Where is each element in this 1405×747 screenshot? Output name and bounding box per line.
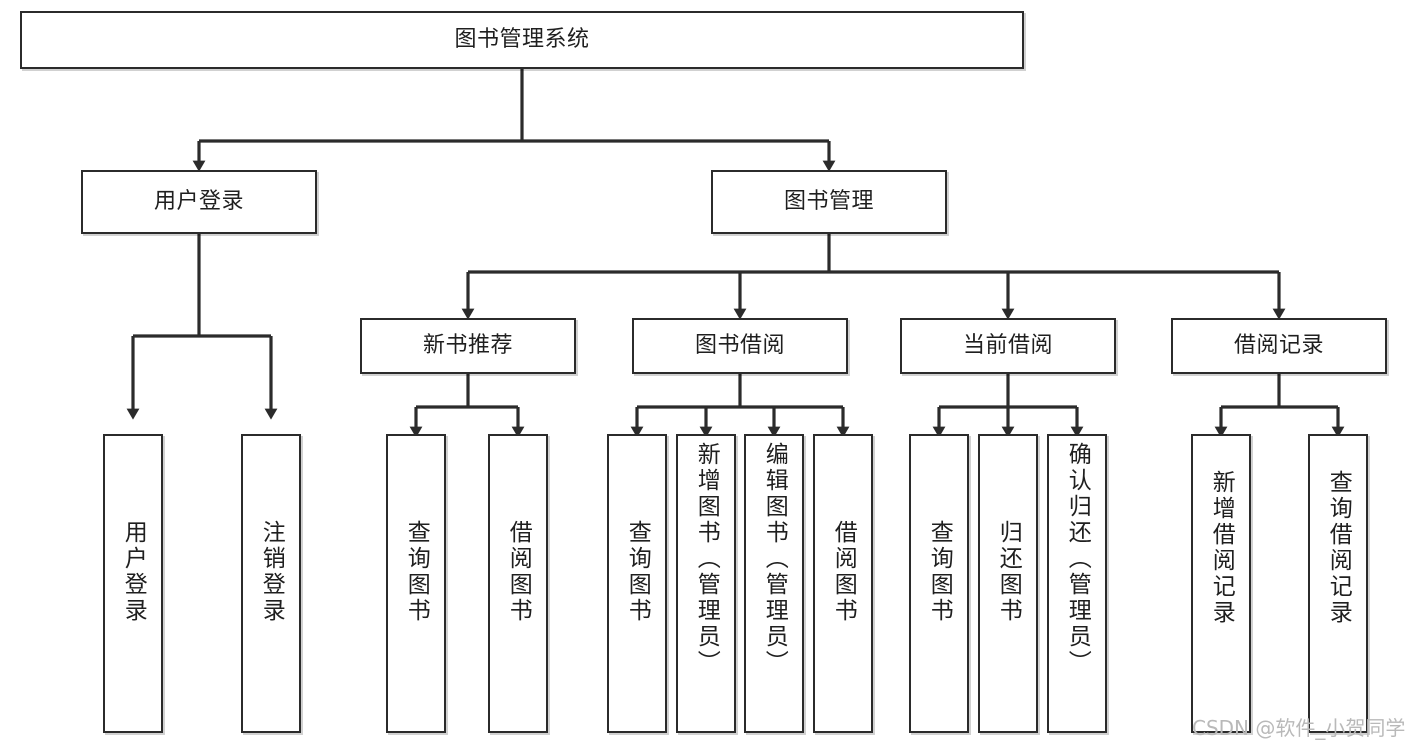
node-leaf-edit-book-label: 编辑图书（管理员）: [761, 442, 788, 676]
node-root-label: 图书管理系统: [454, 27, 590, 53]
node-leaf-logout-login-label: 注销登录: [258, 520, 285, 624]
node-book-management-label: 图书管理: [783, 189, 874, 215]
node-leaf-query-book-3[interactable]: 查询图书: [909, 434, 969, 733]
node-leaf-confirm-return-label: 确认归还（管理员）: [1064, 442, 1091, 676]
node-leaf-logout-login[interactable]: 注销登录: [241, 434, 301, 733]
node-leaf-borrow-book-1[interactable]: 借阅图书: [488, 434, 548, 733]
node-leaf-edit-book[interactable]: 编辑图书（管理员）: [744, 434, 804, 733]
node-leaf-borrow-book-1-label: 借阅图书: [505, 520, 532, 624]
watermark-text: CSDN @软件_小贺同学: [1192, 716, 1405, 740]
node-leaf-confirm-return[interactable]: 确认归还（管理员）: [1047, 434, 1107, 733]
node-leaf-query-book-1-label: 查询图书: [403, 520, 430, 624]
node-leaf-borrow-book-2[interactable]: 借阅图书: [813, 434, 873, 733]
node-current-borrow[interactable]: 当前借阅: [900, 318, 1116, 374]
node-book-management[interactable]: 图书管理: [711, 170, 947, 234]
node-borrow-record[interactable]: 借阅记录: [1171, 318, 1387, 374]
node-new-book-recommend-label: 新书推荐: [422, 333, 513, 359]
node-leaf-return-book-label: 归还图书: [995, 520, 1022, 624]
node-leaf-query-book-2-label: 查询图书: [624, 520, 651, 624]
node-book-borrow-label: 图书借阅: [694, 333, 785, 359]
node-user-login-label: 用户登录: [153, 189, 244, 215]
node-new-book-recommend[interactable]: 新书推荐: [360, 318, 576, 374]
node-user-login[interactable]: 用户登录: [81, 170, 317, 234]
node-leaf-query-borrow-record-label: 查询借阅记录: [1325, 470, 1352, 626]
node-leaf-query-book-2[interactable]: 查询图书: [607, 434, 667, 733]
node-leaf-add-book-label: 新增图书（管理员）: [693, 442, 720, 676]
node-root[interactable]: 图书管理系统: [20, 11, 1024, 69]
node-current-borrow-label: 当前借阅: [962, 333, 1053, 359]
node-leaf-query-book-1[interactable]: 查询图书: [386, 434, 446, 733]
node-leaf-add-borrow-record[interactable]: 新增借阅记录: [1191, 434, 1251, 733]
node-leaf-return-book[interactable]: 归还图书: [978, 434, 1038, 733]
node-leaf-query-borrow-record[interactable]: 查询借阅记录: [1308, 434, 1368, 733]
node-borrow-record-label: 借阅记录: [1233, 333, 1324, 359]
node-leaf-user-login-label: 用户登录: [120, 520, 147, 624]
node-leaf-borrow-book-2-label: 借阅图书: [830, 520, 857, 624]
node-book-borrow[interactable]: 图书借阅: [632, 318, 848, 374]
node-leaf-query-book-3-label: 查询图书: [926, 520, 953, 624]
node-leaf-user-login[interactable]: 用户登录: [103, 434, 163, 733]
node-leaf-add-book[interactable]: 新增图书（管理员）: [676, 434, 736, 733]
node-leaf-add-borrow-record-label: 新增借阅记录: [1208, 470, 1235, 626]
